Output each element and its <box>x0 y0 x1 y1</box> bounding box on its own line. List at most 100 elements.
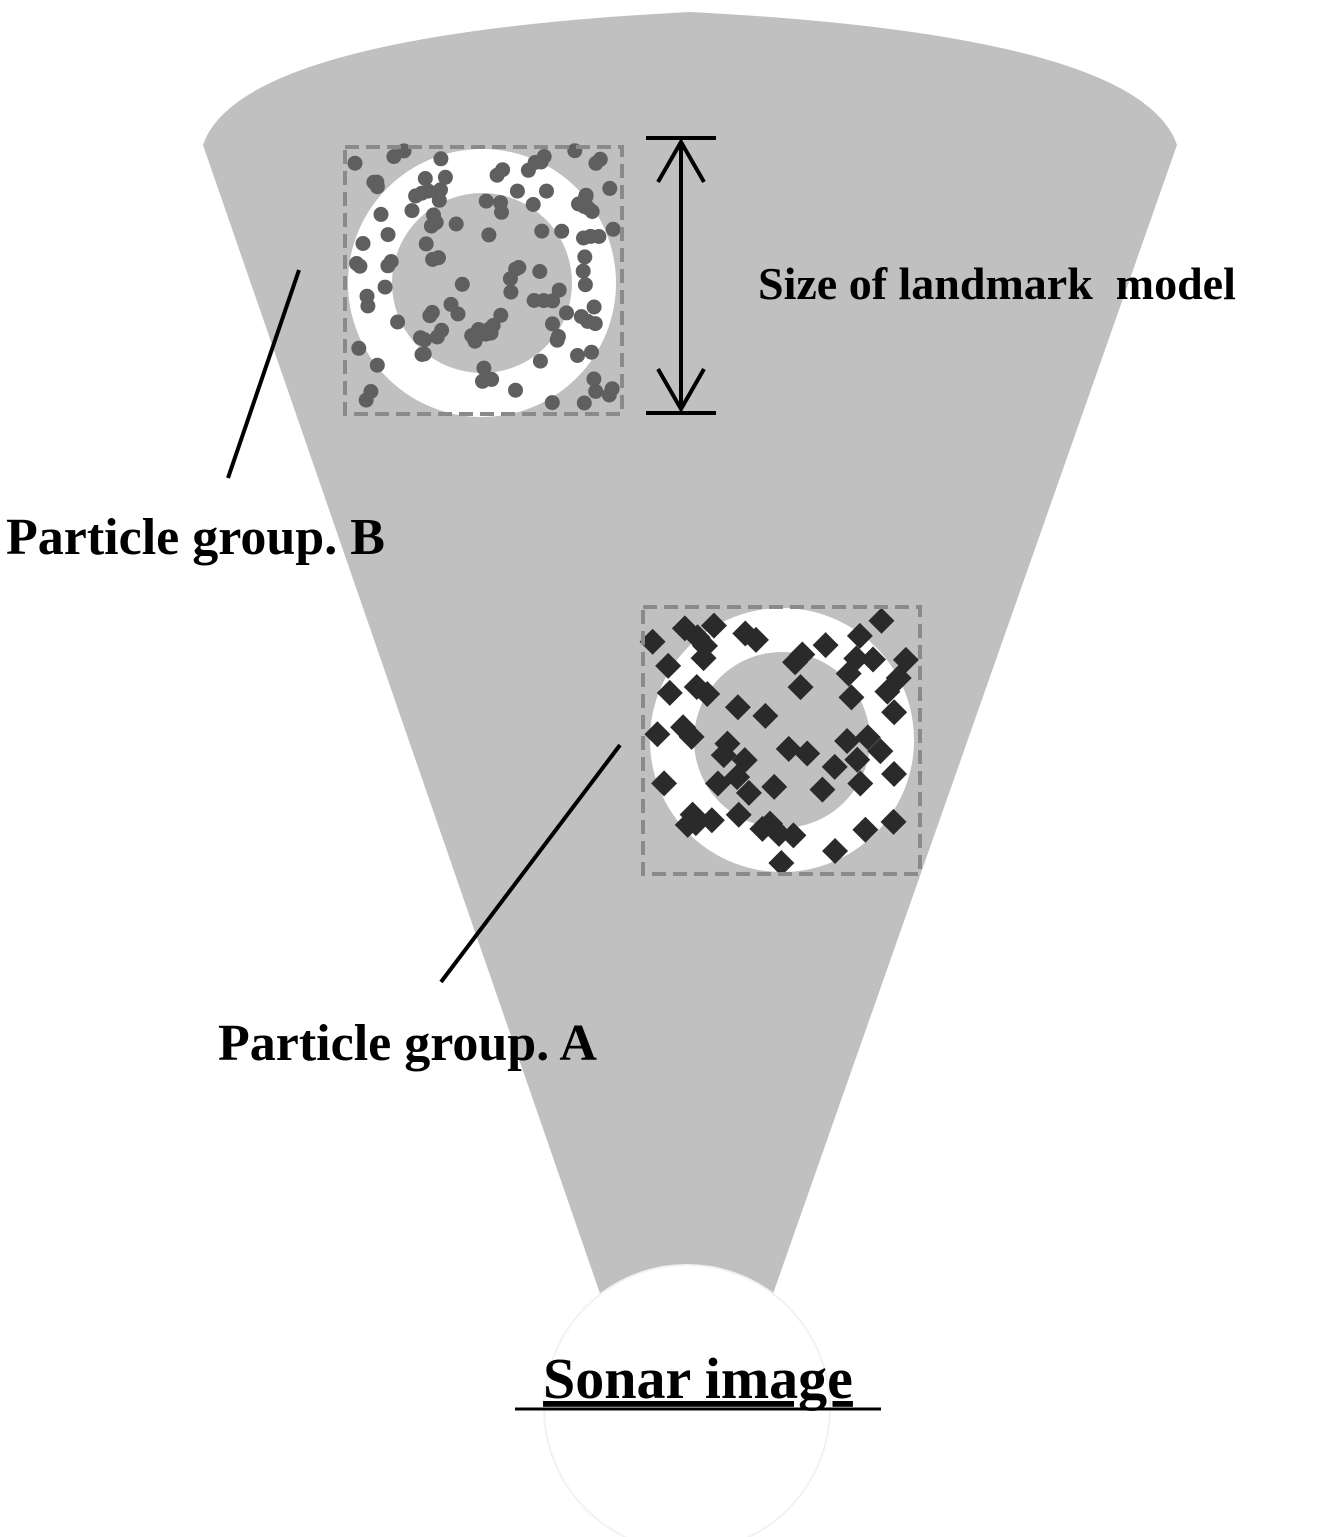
particle-b <box>428 214 444 230</box>
particle-b <box>454 276 470 292</box>
particle-b <box>495 162 511 178</box>
particle-a <box>639 628 666 655</box>
particle-b <box>380 227 396 243</box>
size-dimension-arrow <box>646 136 716 415</box>
particle-a <box>700 612 727 639</box>
particle-a <box>671 615 698 642</box>
particle-a <box>835 660 862 687</box>
particle-b <box>433 182 448 198</box>
particle-a <box>860 646 887 673</box>
particle-a <box>846 622 873 649</box>
particle-a <box>679 801 706 828</box>
particle-a <box>821 753 848 780</box>
particle-b <box>369 357 385 373</box>
particle-b <box>347 155 363 171</box>
particle-b <box>373 206 389 222</box>
particle-b <box>351 340 367 356</box>
particle-a <box>704 770 731 797</box>
particle-b <box>422 308 438 324</box>
particle-a <box>725 801 752 828</box>
particle-b <box>408 188 424 204</box>
particle-b <box>536 149 552 164</box>
particle-b <box>586 299 602 315</box>
particle-a <box>881 699 908 726</box>
particle-a <box>822 837 849 864</box>
particle-b <box>602 180 618 196</box>
particle-b <box>493 307 509 323</box>
particle-group-b-label: Particle group. B <box>6 509 385 566</box>
landmark-ring-a <box>650 608 914 872</box>
particle-b <box>577 277 593 293</box>
particle-a <box>809 776 836 803</box>
particle-b <box>550 329 566 344</box>
particle-b <box>390 314 406 330</box>
particle-b <box>576 230 591 246</box>
particle-a <box>852 816 879 843</box>
particle-b <box>509 183 525 199</box>
particle-a <box>656 679 683 706</box>
particle-a <box>794 740 821 767</box>
particle-a <box>735 779 762 806</box>
particle-group-b-markers <box>347 143 621 411</box>
particle-b <box>352 258 368 274</box>
particle-b <box>544 395 560 411</box>
particle-b <box>358 392 374 408</box>
particle-a <box>880 808 907 835</box>
particle-b <box>578 189 594 205</box>
particle-box-b <box>343 145 624 416</box>
particle-b <box>586 371 602 387</box>
particle-b <box>508 382 523 398</box>
particle-b <box>417 332 433 348</box>
particle-b <box>437 169 453 185</box>
particle-b <box>450 306 466 322</box>
particle-a <box>787 674 814 701</box>
sonar-image-label: Sonar image <box>543 1346 853 1411</box>
particle-b <box>534 223 550 239</box>
particle-b <box>584 344 599 360</box>
particle-b <box>575 263 591 279</box>
particle-b <box>532 353 548 369</box>
particle-b <box>478 193 494 209</box>
particle-a <box>854 724 881 751</box>
particle-a <box>838 684 865 711</box>
particle-a <box>768 849 795 876</box>
particle-b <box>377 279 393 295</box>
particle-b <box>433 151 449 167</box>
particle-b <box>532 264 548 279</box>
particle-b <box>493 195 508 211</box>
particle-a <box>692 632 719 659</box>
particle-b <box>475 373 490 389</box>
particle-b <box>604 381 620 397</box>
particle-a <box>867 738 894 765</box>
particle-box-a <box>641 605 922 876</box>
particle-a <box>724 694 751 721</box>
particle-group-a-label: Particle group. A <box>218 1015 597 1072</box>
particle-b <box>417 171 433 186</box>
particle-b <box>481 227 497 243</box>
particle-b <box>471 322 486 337</box>
particle-b <box>420 183 436 199</box>
particle-b <box>588 383 604 399</box>
particle-a <box>644 721 671 748</box>
particle-b <box>431 250 446 266</box>
particle-a <box>782 649 809 676</box>
particle-a <box>812 632 839 659</box>
particle-b <box>605 221 621 237</box>
landmark-ring-b <box>348 149 616 417</box>
particle-b <box>360 298 376 314</box>
particle-a <box>775 735 802 762</box>
particle-b <box>525 197 541 212</box>
particle-b <box>539 183 554 199</box>
particle-b <box>551 282 567 298</box>
particle-a <box>868 607 895 634</box>
particle-a <box>651 770 678 797</box>
particle-a <box>847 770 874 797</box>
particle-b <box>434 322 450 338</box>
leader-line-b <box>226 269 301 479</box>
particle-a <box>710 742 737 769</box>
particle-b <box>511 260 527 275</box>
particle-b <box>467 333 483 349</box>
size-label: Size of landmark model <box>758 258 1236 309</box>
particle-a <box>752 702 779 729</box>
